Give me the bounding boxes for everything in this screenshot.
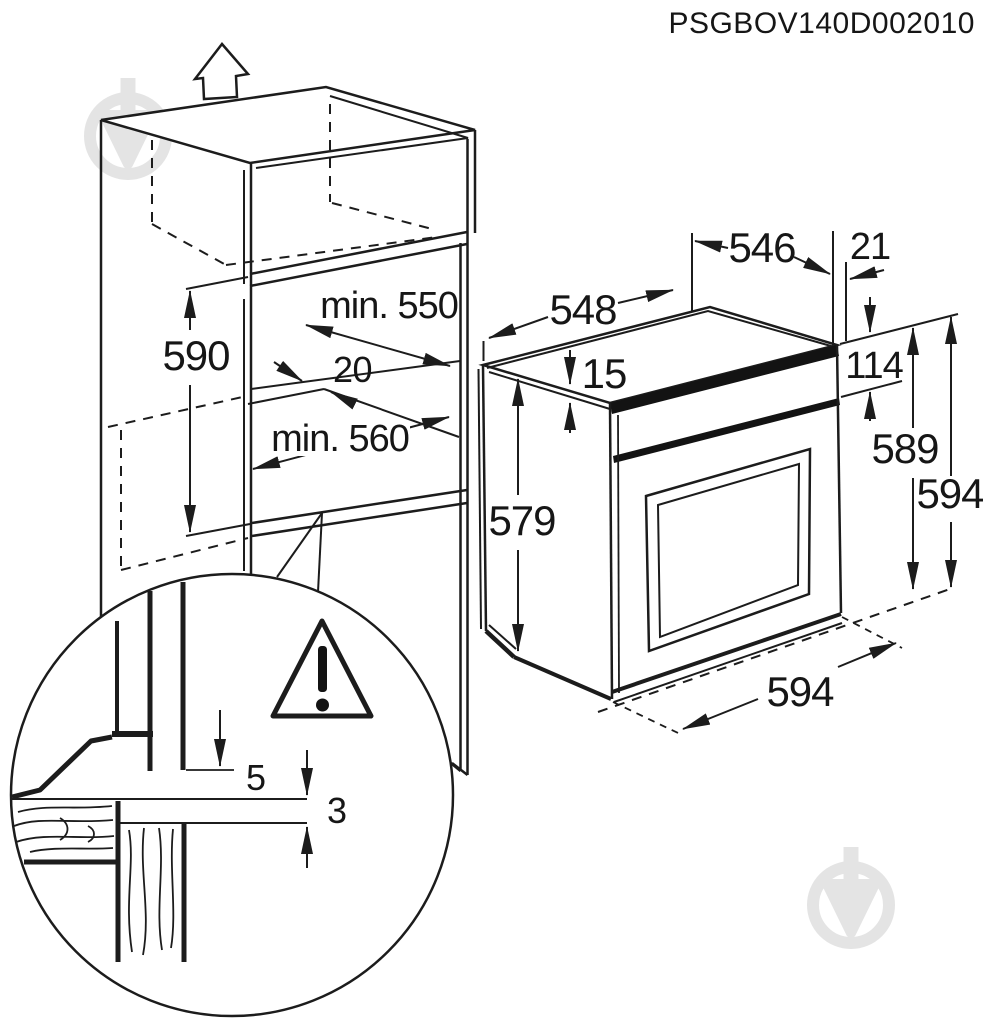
dim-oven-width: 594 <box>766 668 834 715</box>
lift-arrow-icon <box>192 42 251 101</box>
dim-rear-gap: 20 <box>333 349 372 390</box>
dim-detail-top-gap: 5 <box>246 757 266 798</box>
dim-oven-front-frame: 21 <box>850 226 890 268</box>
drawing-part-number: PSGBOV140D002010 <box>668 7 975 40</box>
dim-niche-height: 590 <box>162 332 229 379</box>
dim-oven-panel-height: 114 <box>845 345 903 387</box>
dim-detail-bottom-gap: 3 <box>327 790 347 831</box>
warning-icon <box>270 618 374 719</box>
cabinet-dimensions: 590 min. 550 20 min. 560 <box>162 276 459 537</box>
dim-niche-width: min. 560 <box>271 418 409 460</box>
dim-oven-top-recess: 15 <box>582 350 627 397</box>
dim-oven-total-height: 594 <box>916 470 983 517</box>
dim-oven-top-depth: 548 <box>549 286 616 333</box>
dim-oven-rear-top-depth: 546 <box>728 224 795 271</box>
dim-niche-depth: min. 550 <box>320 285 458 327</box>
dim-oven-side-height: 579 <box>488 497 555 544</box>
watermark-logo-icon <box>807 847 895 949</box>
oven-dimensions: 548 546 21 15 114 589 594 579 <box>482 224 983 730</box>
dim-oven-body-height: 589 <box>871 425 938 472</box>
wood-grain <box>13 805 175 956</box>
cabinet-drawing <box>99 42 477 776</box>
detail-circle: 5 3 <box>9 572 455 1018</box>
